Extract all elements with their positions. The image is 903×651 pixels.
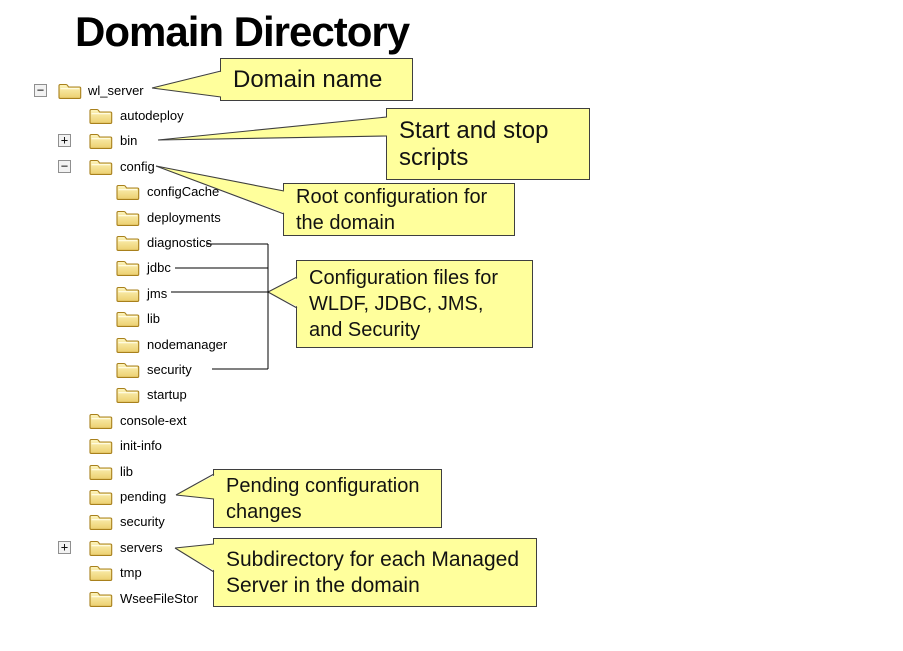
- tree-item-label: security: [147, 361, 192, 377]
- expand-minus-icon[interactable]: −: [34, 83, 47, 97]
- tree-item-console-ext[interactable]: console-ext: [0, 408, 903, 433]
- folder-icon: [89, 412, 113, 429]
- tree-item-label: servers: [120, 539, 163, 555]
- tree-item-security[interactable]: security: [0, 357, 903, 382]
- callout-text-line: Subdirectory for each Managed: [226, 547, 520, 571]
- folder-icon: [116, 310, 140, 328]
- folder-icon: [116, 234, 140, 251]
- folder-icon: [116, 259, 140, 277]
- tree-item-label: diagnostics: [147, 234, 213, 250]
- callout-text-line: scripts: [399, 144, 469, 171]
- callout-text-line: Domain name: [233, 66, 383, 93]
- folder-icon: [89, 564, 113, 582]
- tree-item-label: tmp: [120, 565, 142, 581]
- tree-item-bin[interactable]: + bin: [0, 128, 903, 153]
- tree-item-label: pending: [120, 488, 167, 504]
- callout-text-line: and Security: [309, 319, 421, 341]
- folder-icon: [89, 107, 113, 124]
- tree-item-label: config: [120, 158, 155, 174]
- callout-text-line: Configuration files for: [309, 267, 498, 289]
- callout-domain-name: Domain name: [220, 58, 413, 101]
- folder-icon: [116, 209, 140, 226]
- tree-item-label: lib: [120, 463, 134, 479]
- tree-item-label: nodemanager: [147, 336, 228, 352]
- callout-text-line: Server in the domain: [226, 573, 420, 597]
- tree-item-lib[interactable]: lib: [0, 459, 903, 484]
- folder-icon: [89, 488, 113, 505]
- expand-plus-icon[interactable]: +: [58, 540, 71, 554]
- folder-icon: [89, 539, 113, 556]
- tree-item-label: lib: [147, 311, 161, 327]
- callout-text-line: Root configuration for: [296, 185, 488, 208]
- tree-item-label: autodeploy: [120, 107, 184, 123]
- folder-icon: [89, 590, 113, 607]
- folder-icon: [89, 463, 113, 480]
- callout-text-line: Start and stop: [399, 117, 549, 144]
- folder-icon: [89, 158, 113, 175]
- page-title: Domain Directory: [75, 8, 410, 55]
- folder-icon: [116, 336, 140, 353]
- tree-item-label: init-info: [120, 438, 162, 454]
- tree-item-startup[interactable]: startup: [0, 382, 903, 407]
- tree-item-diagnostics[interactable]: diagnostics: [0, 230, 903, 255]
- tree-item-label: security: [120, 514, 165, 530]
- folder-icon: [116, 285, 140, 302]
- tree-item-nodemanager[interactable]: nodemanager: [0, 332, 903, 357]
- tree-item-label: wl_server: [88, 82, 144, 98]
- tree-item-label: startup: [147, 387, 187, 403]
- callout-text-line: changes: [226, 500, 302, 523]
- folder-icon: [116, 183, 140, 201]
- tree-item-label: console-ext: [120, 412, 187, 428]
- folder-icon: [116, 361, 140, 378]
- folder-icon: [58, 82, 82, 99]
- folder-icon: [89, 437, 113, 455]
- tree-item-lib[interactable]: lib: [0, 306, 903, 331]
- tree-item-jms[interactable]: jms: [0, 281, 903, 306]
- callout-text-line: the domain: [296, 211, 395, 234]
- tree-item-wseefilestor[interactable]: WseeFileStor: [0, 586, 903, 611]
- expand-minus-icon[interactable]: −: [58, 159, 71, 173]
- tree-item-pending[interactable]: pending: [0, 484, 903, 509]
- tree-item-jdbc[interactable]: jdbc: [0, 255, 903, 280]
- expand-plus-icon[interactable]: +: [58, 134, 71, 148]
- callout-text-line: WLDF, JDBC, JMS,: [309, 293, 484, 315]
- folder-icon: [89, 513, 113, 531]
- callout-text-line: Pending configuration: [226, 474, 420, 497]
- tree-item-servers[interactable]: + servers: [0, 535, 903, 560]
- tree-item-wl_server[interactable]: − wl_server: [0, 78, 903, 103]
- tree-item-label: configCache: [147, 184, 220, 200]
- tree-item-label: WseeFileStor: [120, 590, 199, 606]
- tree-item-label: bin: [120, 133, 138, 149]
- folder-icon: [89, 132, 113, 150]
- tree-item-label: jdbc: [147, 260, 171, 276]
- callout-root-configuration: Root configuration for the domain: [283, 183, 515, 236]
- tree-item-config[interactable]: − config: [0, 154, 903, 179]
- tree-item-security[interactable]: security: [0, 509, 903, 534]
- tree-item-init-info[interactable]: init-info: [0, 433, 903, 458]
- callout-pending-changes: Pending configuration changes: [213, 469, 442, 528]
- tree-item-label: deployments: [147, 209, 221, 225]
- tree-item-tmp[interactable]: tmp: [0, 560, 903, 585]
- tree-item-label: jms: [147, 285, 168, 301]
- folder-icon: [116, 386, 140, 404]
